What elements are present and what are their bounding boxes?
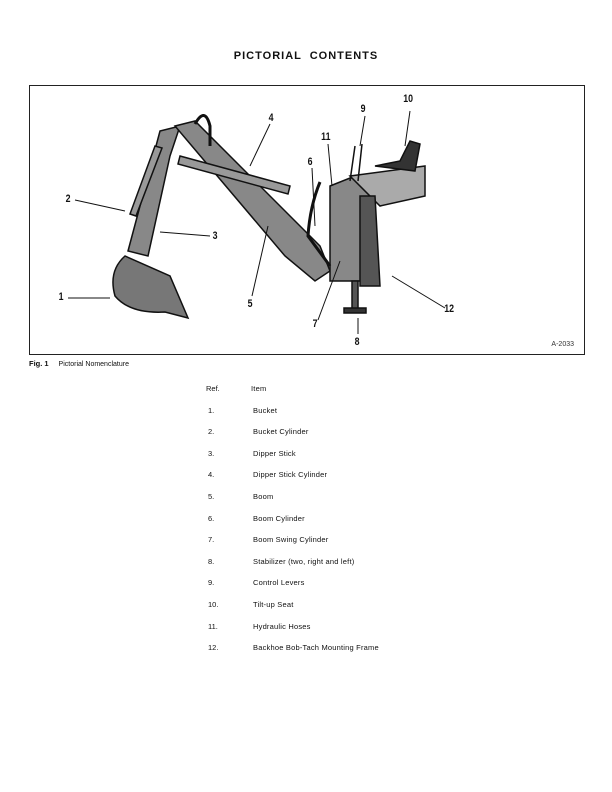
row-ref: 6. xyxy=(208,513,215,523)
row-ref: 2. xyxy=(208,427,215,437)
header-ref: Ref. xyxy=(206,384,220,393)
row-item: Dipper Stick Cylinder xyxy=(253,470,328,480)
table-row: 12. Backhoe Bob-Tach Mounting Frame xyxy=(206,643,379,665)
callout-9: 9 xyxy=(360,103,366,115)
callout-11: 11 xyxy=(321,131,331,143)
callout-5: 5 xyxy=(247,298,253,310)
table-row: 2. Bucket Cylinder xyxy=(206,427,379,449)
table-row: 11. Hydraulic Hoses xyxy=(206,622,379,644)
header-item: Item xyxy=(251,384,267,393)
row-ref: 4. xyxy=(208,470,215,480)
callout-8: 8 xyxy=(354,336,360,348)
seat-shape xyxy=(374,140,421,172)
row-ref: 1. xyxy=(208,405,215,415)
row-item: Control Levers xyxy=(253,578,305,588)
table-row: 10. Tilt-up Seat xyxy=(206,600,379,622)
bucket-cylinder-shape xyxy=(129,145,163,217)
caption-text: Pictorial Nomenclature xyxy=(58,361,129,368)
callout-4: 4 xyxy=(268,112,274,124)
table-row: 9. Control Levers xyxy=(206,578,379,600)
table-row: 4. Dipper Stick Cylinder xyxy=(206,470,379,492)
backhoe-illustration xyxy=(68,110,446,334)
row-ref: 8. xyxy=(208,556,215,566)
table-row: 3. Dipper Stick xyxy=(206,449,379,471)
row-item: Backhoe Bob-Tach Mounting Frame xyxy=(253,643,379,653)
callout-10: 10 xyxy=(403,93,414,105)
callout-2: 2 xyxy=(65,193,71,205)
row-ref: 11. xyxy=(208,621,218,631)
figure-frame: 1 2 3 4 5 6 7 8 9 10 11 12 A-2033 xyxy=(29,85,585,355)
callout-6: 6 xyxy=(307,156,313,168)
row-ref: 3. xyxy=(208,448,215,458)
row-item: Hydraulic Hoses xyxy=(253,621,311,631)
row-item: Boom Swing Cylinder xyxy=(253,535,329,545)
figure-caption: Fig. 1 Pictorial Nomenclature xyxy=(29,359,129,368)
page-title: PICTORIAL CONTENTS xyxy=(233,50,379,62)
boom-shape xyxy=(173,120,331,282)
table-row: 8. Stabilizer (two, right and left) xyxy=(206,557,379,579)
row-item: Tilt-up Seat xyxy=(253,599,294,609)
dipper-stick-shape xyxy=(127,124,182,257)
row-item: Boom xyxy=(253,491,274,501)
row-ref: 5. xyxy=(208,491,215,501)
row-ref: 9. xyxy=(208,578,215,588)
row-item: Bucket Cylinder xyxy=(253,427,309,437)
row-item: Dipper Stick xyxy=(253,448,296,458)
row-ref: 7. xyxy=(208,535,215,545)
row-ref: 10. xyxy=(208,599,219,609)
table-row: 1. Bucket xyxy=(206,406,379,428)
table-row: 5. Boom xyxy=(206,492,379,514)
figure-code: A-2033 xyxy=(551,341,574,348)
row-item: Bucket xyxy=(253,405,278,415)
callout-12: 12 xyxy=(444,303,455,315)
table-header: Ref. Item xyxy=(206,384,379,406)
callout-3: 3 xyxy=(212,230,218,242)
callout-1: 1 xyxy=(58,291,64,303)
caption-number: Fig. 1 xyxy=(29,359,49,368)
table-row: 7. Boom Swing Cylinder xyxy=(206,535,379,557)
dipper-cylinder-shape xyxy=(177,155,291,195)
row-item: Stabilizer (two, right and left) xyxy=(253,556,355,566)
table-row: 6. Boom Cylinder xyxy=(206,514,379,536)
row-ref: 12. xyxy=(208,643,219,653)
row-item: Boom Cylinder xyxy=(253,513,305,523)
bucket-shape xyxy=(112,255,190,320)
nomenclature-table: Ref. Item 1. Bucket 2. Bucket Cylinder 3. D… xyxy=(206,384,379,665)
callout-7: 7 xyxy=(312,318,318,330)
